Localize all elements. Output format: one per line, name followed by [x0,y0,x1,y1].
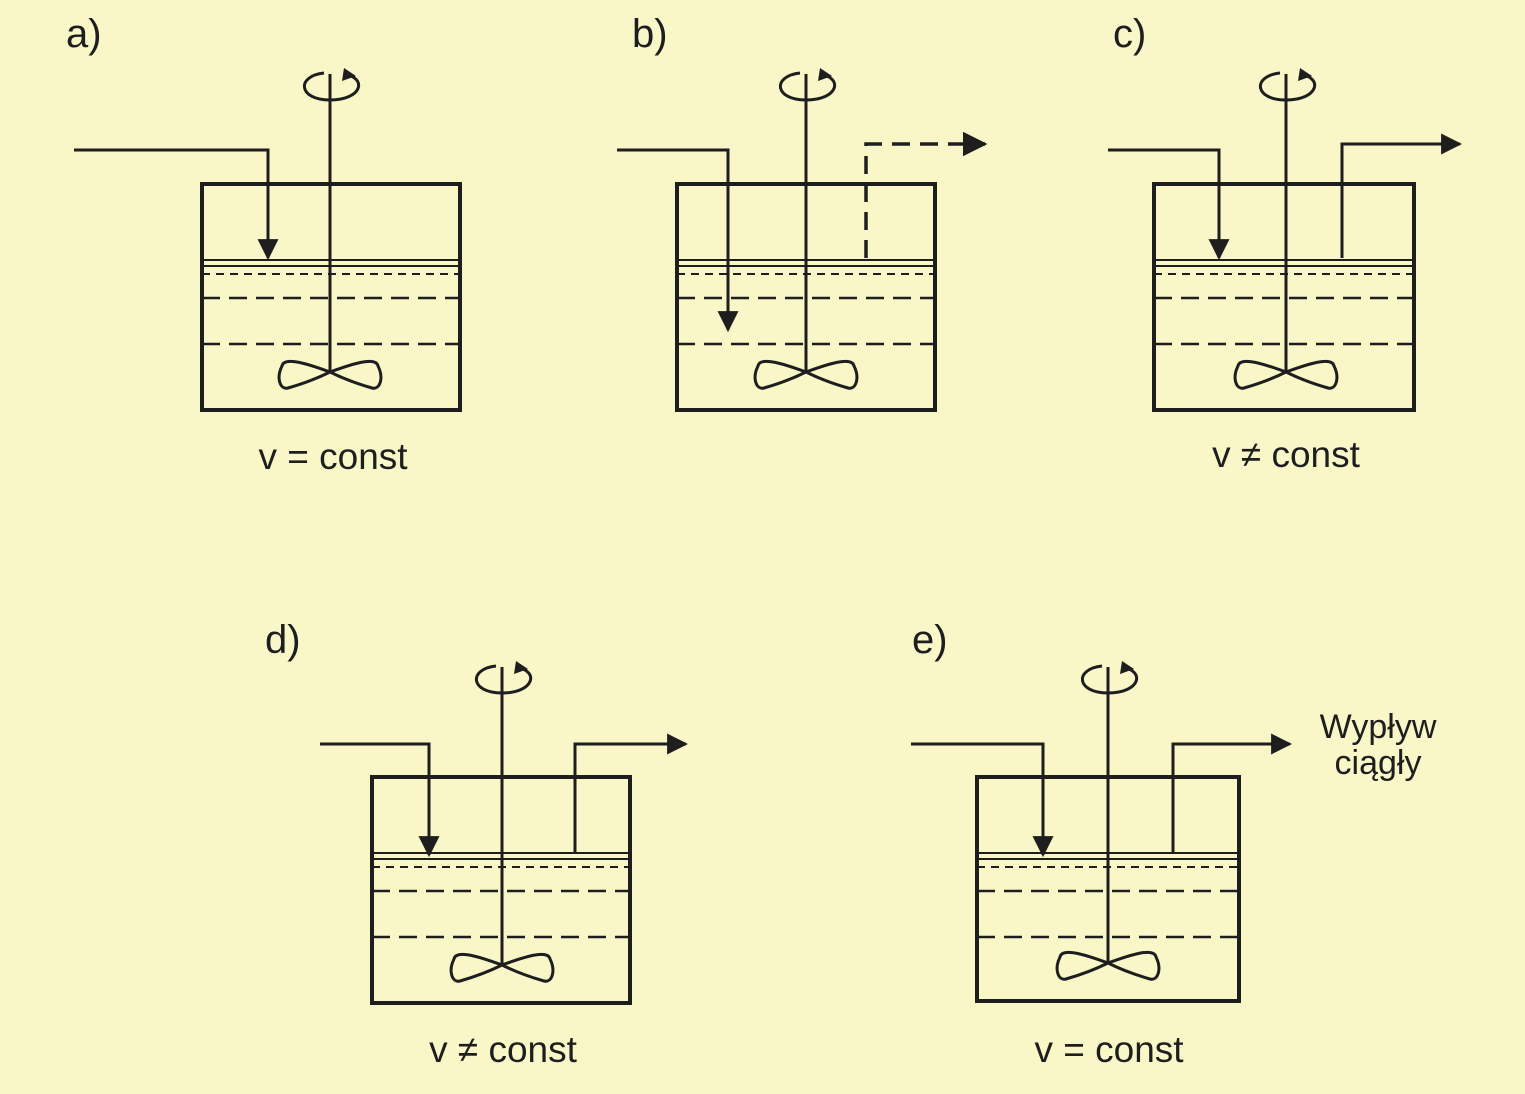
inlet-flow-arrow-b [617,148,739,333]
panel-a [74,68,462,412]
impeller-icon [1055,950,1161,981]
inlet-flow-arrow-a [74,148,279,261]
rotation-arrow-icon [779,68,837,102]
panel-a-label: a) [66,12,102,56]
impeller-icon [277,359,383,390]
outlet-flow-arrow-b [864,131,988,258]
rotation-arrow-icon [1081,661,1139,695]
outlet-flow-arrow-d [573,733,689,852]
panel-c [1108,68,1463,412]
inlet-flow-arrow-d [320,742,440,858]
outflow-annotation-line2: ciągły [1334,743,1422,782]
panel-c-label: c) [1113,12,1147,56]
panel-b [617,68,988,412]
panel-b-label: b) [632,12,668,56]
panel-d [320,661,689,1005]
panel-d-caption: v ≠ const [429,1029,577,1070]
panel-e-caption: v = const [1034,1029,1184,1070]
rotation-arrow-icon [1259,68,1317,102]
impeller-icon [449,952,555,983]
panel-c-caption: v ≠ const [1212,434,1360,475]
outlet-flow-arrow-e [1171,733,1293,852]
panel-d-label: d) [265,618,301,662]
outflow-annotation-line1: Wypływ [1319,708,1437,746]
inlet-flow-arrow-e [911,742,1054,858]
outflow-annotation: Wypływ ciągły [1278,708,1478,782]
panel-e [911,661,1293,1003]
inlet-flow-arrow-c [1108,148,1230,261]
outlet-flow-arrow-c [1340,133,1463,258]
impeller-icon [753,359,859,390]
impeller-icon [1233,359,1339,390]
panel-a-caption: v = const [258,436,408,477]
rotation-arrow-icon [475,661,533,695]
rotation-arrow-icon [303,68,361,102]
panel-e-label: e) [912,618,948,662]
